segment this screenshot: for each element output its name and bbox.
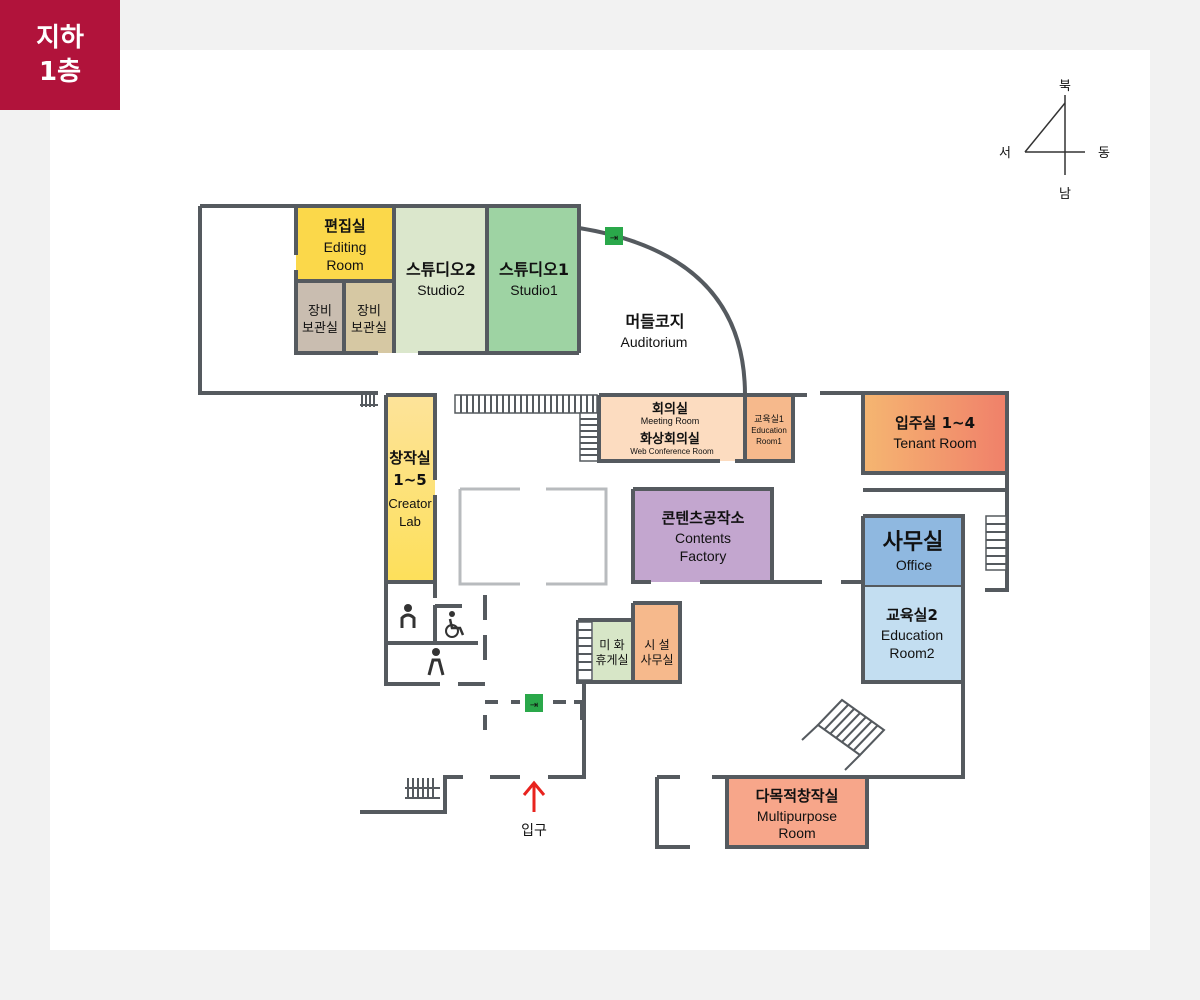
stairs-southwest [405,778,440,799]
meeting-label-en1: Meeting Room [641,416,700,426]
studio1-label-en: Studio1 [510,282,558,298]
editing-label-en2: Room [326,257,363,273]
meeting-label-ko2: 화상회의실 [640,431,700,447]
studio2-label-ko: 스튜디오2 [406,260,476,279]
stairs-northwest [360,395,378,407]
storage-room-2 [345,283,394,353]
edu2-label-en2: Room2 [889,645,934,661]
contents-label-en2: Factory [680,548,727,564]
auditorium-label-ko: 머들코지 [626,312,685,331]
tenant-label-ko: 입주실 1~4 [895,414,975,432]
studio1-label-ko: 스튜디오1 [499,260,569,279]
floor-badge: 지하 1층 [0,0,120,110]
stairs-southeast [801,698,886,771]
compass-north: 북 [1059,78,1071,93]
editing-room [296,206,394,280]
edu1-label-en1: Education [751,426,787,435]
stairs-lounge [577,621,593,681]
contents-label-en1: Contents [675,530,731,546]
editing-label-ko: 편집실 [324,217,365,235]
multipurpose-room [727,777,867,847]
creator-label-ko2: 1~5 [393,471,426,489]
facility-label-2: 사무실 [640,653,673,667]
meeting-label-ko1: 회의실 [652,401,688,417]
storage2-label-1: 장비 [357,303,381,318]
contents-factory [633,489,772,582]
office-label-ko: 사무실 [883,530,944,555]
auditorium-label-en: Auditorium [621,334,688,350]
multipurpose-label-ko: 다목적창작실 [756,787,839,805]
creator-label-en2: Lab [399,514,421,529]
wheelchair-icon [445,611,465,638]
restroom-male-icon [400,604,416,628]
creator-lab [386,395,435,582]
stairs-east [985,515,1007,571]
tenant-label-en: Tenant Room [893,435,976,451]
studio2-label-en: Studio2 [417,282,465,298]
exit-sign-top: ⇥ [605,227,623,245]
meeting-room [599,395,744,461]
facility-label-1: 시 설 [644,638,669,652]
creator-label-ko1: 창작실 [389,449,430,467]
edu2-label-en1: Education [881,627,943,643]
entrance-arrow [522,780,546,812]
storage1-label-2: 보관실 [302,320,338,335]
tenant-room [863,395,1007,473]
svg-text:⇥: ⇥ [610,233,618,244]
restroom-female-icon [427,648,445,676]
entrance-label: 입구 [521,822,547,838]
meeting-label-en2: Web Conference Room [630,447,714,456]
compass-east: 동 [1098,145,1110,160]
storage1-label-1: 장비 [308,303,332,318]
edu2-label-ko: 교육실2 [886,606,938,624]
cleaning-lounge [593,620,631,682]
floor-badge-line2: 1층 [38,57,81,87]
office-label-en: Office [896,557,933,573]
edu1-label-ko: 교육실1 [754,414,784,424]
map-panel [50,50,1150,950]
exit-sign-south: ⇥ [525,694,543,712]
lounge-label-2: 휴게실 [595,653,628,667]
floor-badge-line1: 지하 [36,23,84,53]
courtyard-outline [458,487,608,586]
compass-west: 서 [999,145,1011,160]
office-room [864,516,961,586]
editing-label-en1: Editing [324,239,367,255]
lounge-label-1: 미 화 [599,638,624,652]
edu1-label-en2: Room1 [756,437,782,446]
storage2-label-2: 보관실 [351,320,387,335]
creator-label-en1: Creator [388,496,432,511]
multipurpose-label-en1: Multipurpose [757,808,837,824]
studio1-room [487,206,579,353]
multipurpose-label-en2: Room [778,825,815,841]
compass: 북 남 서 동 [999,78,1110,201]
compass-south: 남 [1059,186,1071,201]
education-room-1 [745,395,793,461]
facility-office [633,603,680,682]
contents-label-ko: 콘텐츠공작소 [662,509,745,527]
studio2-room [394,206,487,353]
storage-room-1 [296,283,344,353]
stairs-north [454,394,599,462]
education-room-2 [864,587,961,682]
svg-text:⇥: ⇥ [530,700,538,711]
